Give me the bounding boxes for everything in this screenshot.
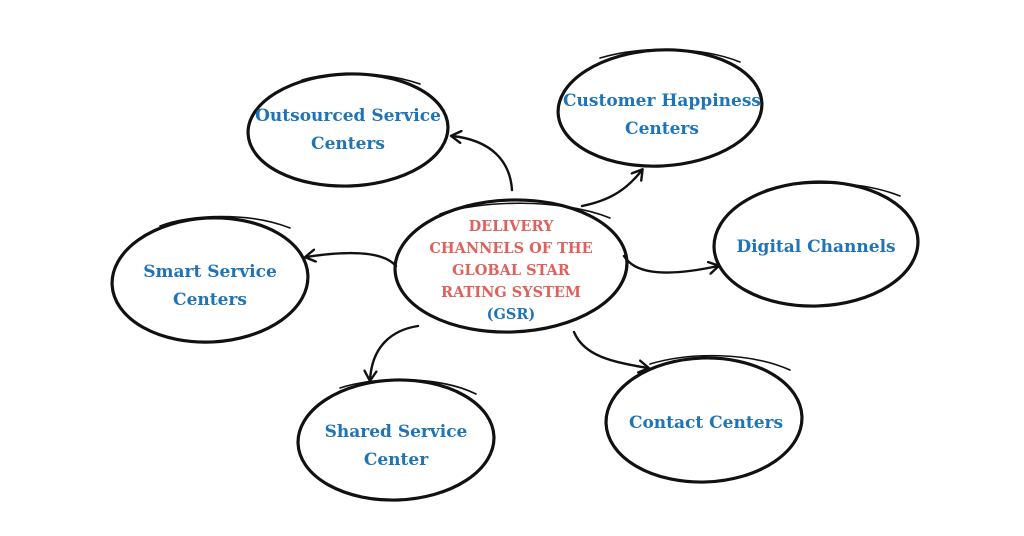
node-center-gsr: DELIVERY CHANNELS OF THE GLOBAL STAR RAT… <box>393 198 629 334</box>
node-smart-service-centers: Smart Service Centers <box>110 215 310 344</box>
outsourced-line1: Outsourced Service <box>255 106 441 126</box>
outsourced-line2: Centers <box>311 134 385 154</box>
node-digital-channels: Digital Channels <box>712 180 920 308</box>
arrow-to-shared <box>370 324 420 380</box>
customer-happiness-line2: Centers <box>625 119 699 139</box>
connectors <box>306 136 718 380</box>
smart-line1: Smart Service <box>143 262 277 282</box>
node-contact-centers: Contact Centers <box>604 354 804 484</box>
center-line3: GLOBAL STAR <box>452 262 571 279</box>
shared-line2: Center <box>364 450 429 470</box>
center-line1: DELIVERY <box>469 218 555 235</box>
center-line4: RATING SYSTEM <box>441 284 581 301</box>
node-customer-happiness-centers: Customer Happiness Centers <box>556 48 764 168</box>
arrow-to-outsourced <box>452 136 514 192</box>
shared-line1: Shared Service <box>325 422 468 442</box>
arrow-to-smart <box>306 253 398 268</box>
customer-happiness-line1: Customer Happiness <box>563 91 761 111</box>
center-line2: CHANNELS OF THE <box>429 240 592 257</box>
center-line5: (GSR) <box>487 306 536 323</box>
arrow-to-customer-happiness <box>580 170 642 208</box>
arrow-to-contact <box>572 330 648 368</box>
node-outsourced-service-centers: Outsourced Service Centers <box>246 72 450 188</box>
contact-line1: Contact Centers <box>629 413 783 433</box>
arrow-to-digital <box>622 254 718 273</box>
node-shared-service-center: Shared Service Center <box>296 378 496 502</box>
digital-line1: Digital Channels <box>736 237 895 257</box>
smart-line2: Centers <box>173 290 247 310</box>
